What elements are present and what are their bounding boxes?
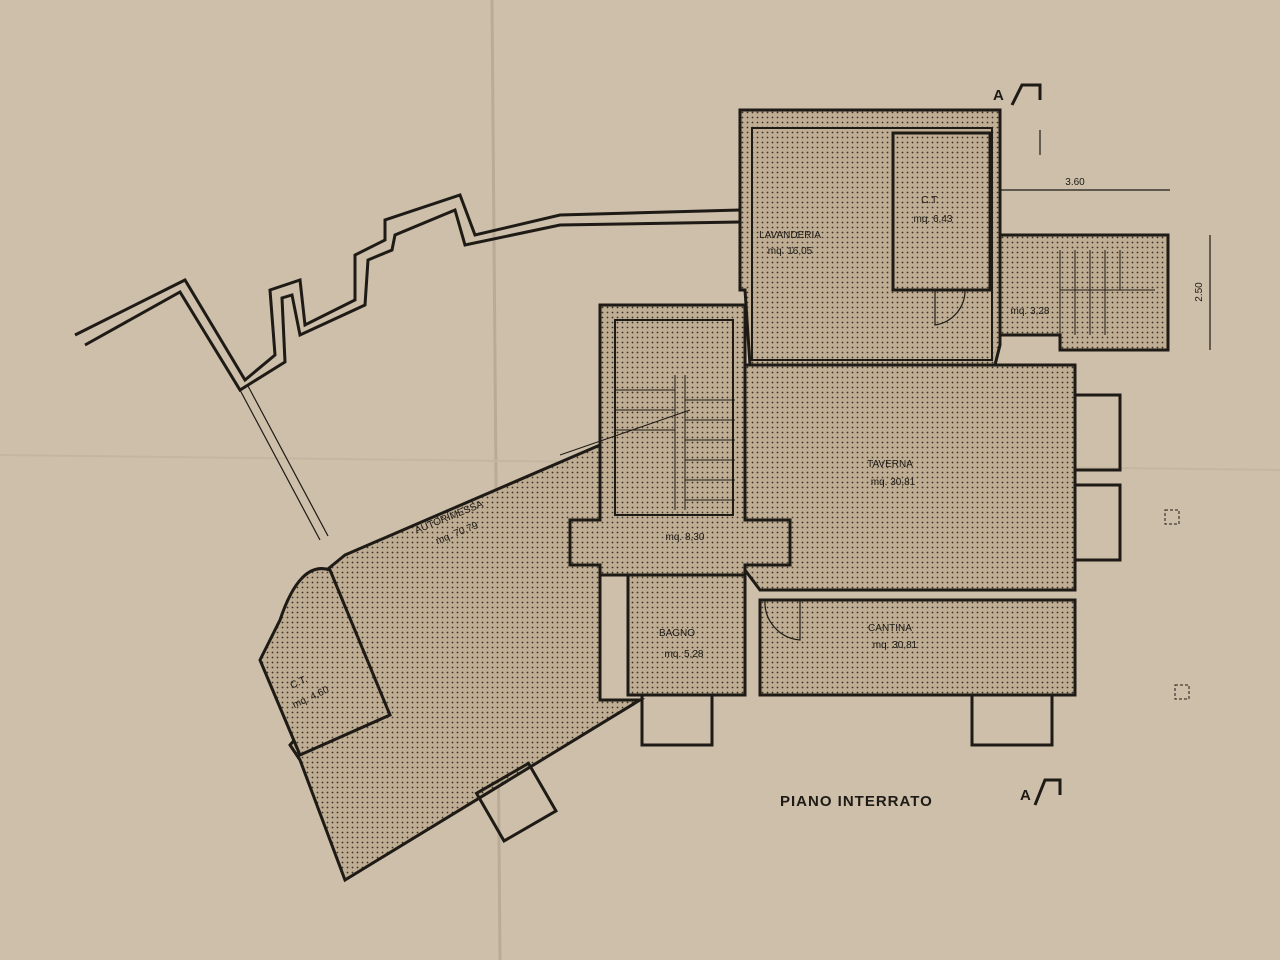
room-disimpegno: mq. 8,30 xyxy=(559,303,792,577)
plan-title: PIANO INTERRATO xyxy=(780,793,933,810)
room-area: mq. 5,28 xyxy=(665,649,704,660)
section-marker-bottom: A xyxy=(1020,778,1062,806)
room-bagno: BAGNO mq. 5,28 xyxy=(626,573,747,747)
room-ct-left: C.T. mq. 4,60 xyxy=(258,567,392,757)
room-area: mq. 3,28 xyxy=(1011,306,1050,317)
room-area: mq. 6,43 xyxy=(914,214,953,225)
dimension-height: 2.50 xyxy=(1194,235,1211,350)
room-area: mq. 8,30 xyxy=(666,532,705,543)
section-marker-top: A xyxy=(993,83,1042,155)
room-ct-top: C.T. mq. 6,43 xyxy=(891,131,992,326)
room-name: LAVANDERIA xyxy=(759,230,821,241)
column-marker xyxy=(1174,684,1190,700)
dimension-label: 2.50 xyxy=(1194,282,1205,302)
room-name: BAGNO xyxy=(659,628,695,639)
room-taverna: TAVERNA mq. 30,81 xyxy=(743,363,1122,592)
exterior-wall xyxy=(74,193,741,541)
room-area: mq. 30,81 xyxy=(873,640,918,651)
section-letter: A xyxy=(993,87,1005,104)
room-name: C.T. xyxy=(921,195,939,206)
room-name: TAVERNA xyxy=(867,459,913,470)
paper-fold xyxy=(490,0,502,960)
section-letter: A xyxy=(1020,787,1032,804)
room-name: CANTINA xyxy=(868,623,912,634)
column-marker xyxy=(1164,509,1180,525)
room-cantina: CANTINA mq. 30,81 xyxy=(758,598,1077,747)
dimension-label: 3.60 xyxy=(1065,177,1085,188)
room-area: mq. 30,81 xyxy=(871,477,916,488)
room-area: mq. 16,05 xyxy=(768,246,813,257)
dimension-width: 3.60 xyxy=(1000,177,1170,191)
room-stair-small: mq. 3,28 xyxy=(998,233,1170,352)
